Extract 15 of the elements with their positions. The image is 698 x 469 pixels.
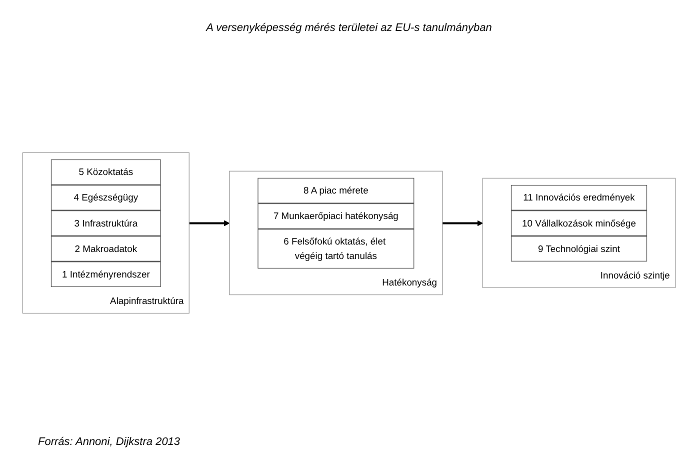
diagram-title: A versenyképesség mérés területei az EU-s tanulmányban (206, 22, 492, 34)
node-box: 10 Vállalkozások minősége (510, 210, 648, 236)
arrow (442, 220, 483, 226)
node-box: 8 A piac mérete (258, 177, 414, 203)
node-box: 11 Innovációs eredmények (510, 184, 648, 210)
node-box: 7 Munkaerőpiaci hatékonyság (258, 202, 414, 228)
node-box: 1 Intézményrendszer (50, 261, 161, 287)
node-box: 9 Technológiai szint (510, 236, 648, 262)
node-box: 5 Közoktatás (50, 158, 161, 184)
node-box: 4 Egészségügy (50, 184, 161, 210)
node-box: 3 Infrastruktúra (50, 210, 161, 236)
node-box: 2 Makroadatok (50, 236, 161, 262)
source-caption: Forrás: Annoni, Dijkstra 2013 (38, 436, 180, 448)
node-box: 6 Felsőfokú oktatás, élet végéig tartó tanulás (258, 228, 414, 268)
arrow (189, 220, 230, 226)
